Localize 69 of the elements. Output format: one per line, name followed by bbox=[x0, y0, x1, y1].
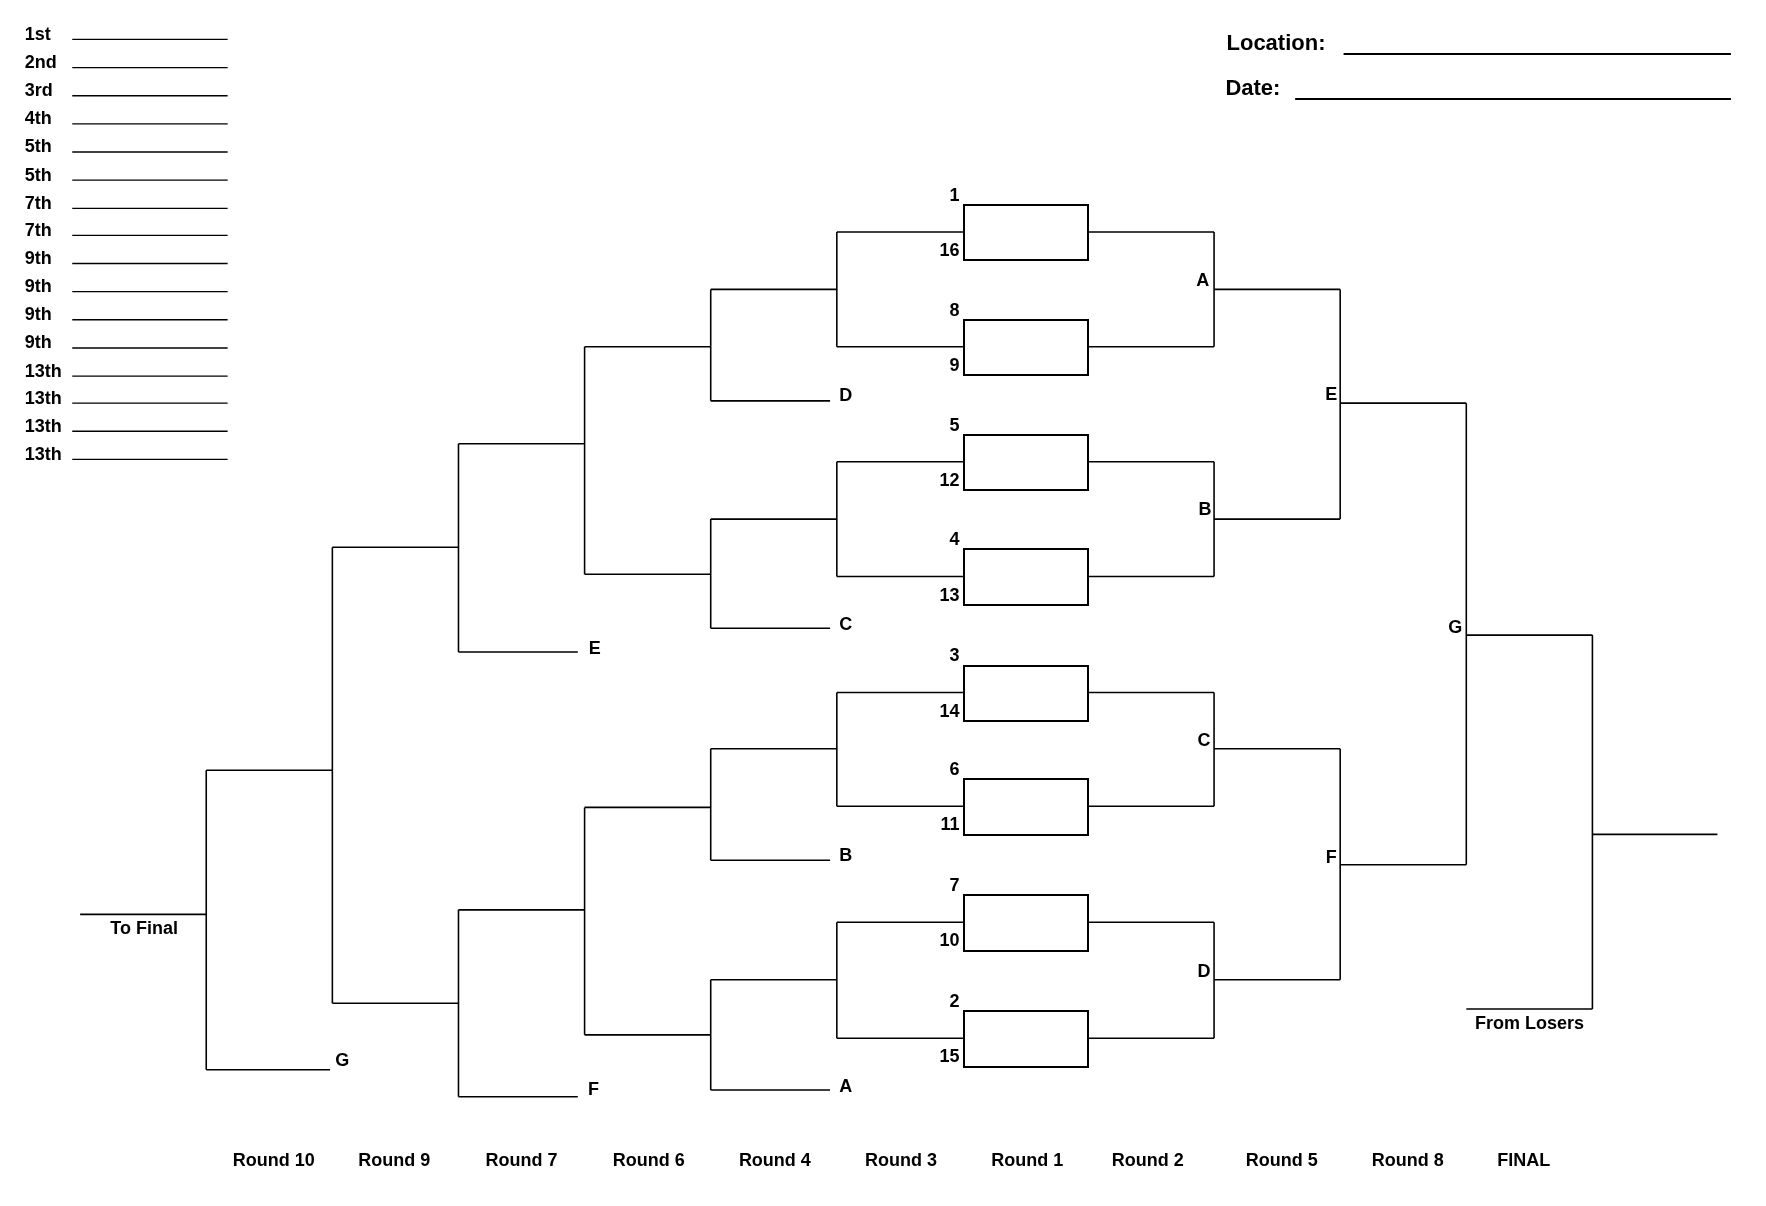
seed-number: 5 bbox=[949, 415, 960, 434]
score-box bbox=[962, 318, 1090, 377]
seed-number: 4 bbox=[949, 530, 960, 549]
round-label: Round 10 bbox=[232, 1151, 315, 1170]
score-box bbox=[962, 894, 1090, 952]
place-label: 4th bbox=[24, 109, 52, 128]
place-label: 7th bbox=[24, 220, 52, 239]
place-label: 1st bbox=[24, 24, 51, 43]
place-label: 2nd bbox=[24, 52, 57, 71]
place-label: 9th bbox=[24, 277, 52, 296]
seed-number: 14 bbox=[939, 701, 960, 720]
round-label: Round 6 bbox=[612, 1151, 685, 1170]
bracket-letter: C bbox=[1197, 730, 1211, 749]
seed-number: 16 bbox=[939, 241, 960, 260]
score-box bbox=[962, 548, 1090, 606]
seed-number: 7 bbox=[949, 876, 960, 895]
round-label: Round 7 bbox=[485, 1151, 558, 1170]
bracket-letter: E bbox=[1325, 385, 1338, 404]
place-label: 5th bbox=[24, 165, 52, 184]
bracket-letter: E bbox=[588, 638, 601, 657]
bracket-letter: G bbox=[1448, 618, 1463, 637]
place-label: 7th bbox=[24, 193, 52, 212]
seed-number: 10 bbox=[939, 931, 960, 950]
bracket-letter: G bbox=[335, 1050, 350, 1069]
seed-number: 12 bbox=[939, 470, 960, 489]
bracket-letter: A bbox=[1196, 271, 1210, 290]
bracket-letter: D bbox=[839, 386, 853, 405]
round-label: Round 9 bbox=[358, 1151, 431, 1170]
place-label: 13th bbox=[24, 444, 62, 463]
round-label: Round 8 bbox=[1371, 1151, 1444, 1170]
seed-number: 13 bbox=[939, 585, 960, 604]
place-label: 13th bbox=[24, 361, 62, 380]
place-label: 3rd bbox=[24, 81, 53, 100]
round-label: Round 3 bbox=[865, 1151, 937, 1170]
place-label: 13th bbox=[24, 416, 62, 435]
seed-number: 15 bbox=[939, 1047, 960, 1066]
bracket-letter: D bbox=[1197, 961, 1211, 980]
round-label: Round 5 bbox=[1245, 1151, 1318, 1170]
place-label: 9th bbox=[24, 248, 52, 267]
seed-number: 1 bbox=[949, 185, 960, 204]
place-label: 9th bbox=[24, 333, 52, 352]
round-label: Round 2 bbox=[1111, 1151, 1184, 1170]
seed-number: 8 bbox=[949, 300, 960, 319]
bracket-letter: B bbox=[1198, 500, 1212, 519]
score-box bbox=[962, 778, 1090, 836]
seed-number: 2 bbox=[949, 992, 960, 1011]
bracket-note: To Final bbox=[110, 919, 178, 938]
seed-number: 6 bbox=[949, 760, 960, 779]
place-label: 9th bbox=[24, 305, 52, 324]
round-label: Round 4 bbox=[738, 1151, 811, 1170]
bracket-letter: C bbox=[839, 614, 853, 633]
place-label: 13th bbox=[24, 388, 62, 407]
field-label: Location: bbox=[1226, 31, 1326, 54]
bracket-letter: A bbox=[839, 1076, 853, 1095]
bracket-letter: F bbox=[1325, 848, 1337, 867]
score-box bbox=[962, 664, 1090, 722]
score-box bbox=[962, 1010, 1090, 1068]
bracket-letter: F bbox=[588, 1080, 600, 1099]
field-label: Date: bbox=[1225, 76, 1281, 99]
seed-number: 3 bbox=[949, 646, 960, 665]
score-box bbox=[962, 203, 1090, 262]
round-label: Round 1 bbox=[991, 1151, 1064, 1170]
bracket-note: From Losers bbox=[1474, 1013, 1584, 1032]
score-box bbox=[962, 433, 1090, 492]
seed-number: 11 bbox=[940, 815, 960, 834]
round-label: FINAL bbox=[1497, 1151, 1551, 1170]
place-label: 5th bbox=[24, 137, 52, 156]
seed-number: 9 bbox=[949, 355, 960, 374]
bracket-letter: B bbox=[839, 845, 853, 864]
